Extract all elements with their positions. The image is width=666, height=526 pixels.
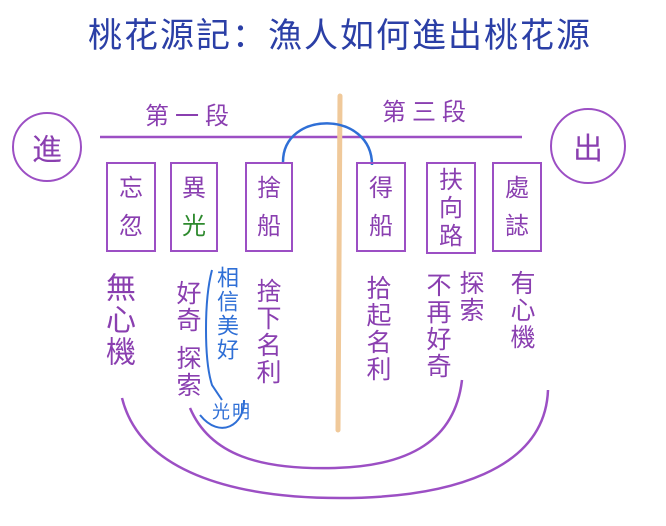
note-bu-zai-haoqi: 不再好奇 [423,272,452,380]
box-char: 忘 [119,174,143,202]
exit-circle: 出 [550,108,626,184]
note-wuxinji: 無心機 [100,272,135,368]
box-char: 誌 [505,212,529,240]
contrast-arc [120,389,550,500]
note-guangming: 光明 [212,402,252,423]
box-dechuan: 得 船 [356,162,406,252]
section-1-label: 第一段 [145,102,235,130]
box-yiguang: 異 光 [170,162,218,252]
box-char: 得 [369,174,393,202]
divider-line [335,93,343,433]
box-shechuan: 捨 船 [245,162,293,252]
note-haoqi: 好奇 [173,280,202,334]
note-xiangxin-meihao: 相信美好 [213,266,238,362]
note-tansuo-2: 探索 [456,270,485,324]
page-title: 桃花源記：漁人如何進出桃花源 [88,16,592,56]
box-char: 船 [369,212,393,240]
inner-arc [188,379,464,470]
box-char: 忽 [119,212,143,240]
blue-bracket-bottom [199,399,246,429]
enter-circle: 進 [12,112,82,182]
enter-label: 進 [32,133,62,168]
note-tansuo-1: 探索 [173,345,202,399]
box-char: 向 [439,194,463,222]
box-char: 處 [505,174,529,202]
box-char: 捨 [257,174,281,202]
box-char: 船 [257,212,281,240]
box-char: 扶 [439,166,463,194]
exit-label: 出 [573,132,603,167]
blue-bracket [205,269,223,401]
box-char-light: 光 [182,212,206,240]
note-shi-qi-ming-li: 拾起名利 [363,275,392,383]
box-char: 路 [439,222,463,250]
section-3-label: 第三段 [382,98,472,126]
note-youxinji: 有心機 [507,270,536,351]
box-wanhu: 忘 忽 [106,162,156,252]
box-chuzhi: 處 誌 [492,162,542,252]
boat-connector [281,122,374,166]
note-she-xia-ming-li: 捨下名利 [253,278,282,386]
box-char: 異 [182,174,206,202]
box-fuxianglu: 扶 向 路 [426,162,476,254]
